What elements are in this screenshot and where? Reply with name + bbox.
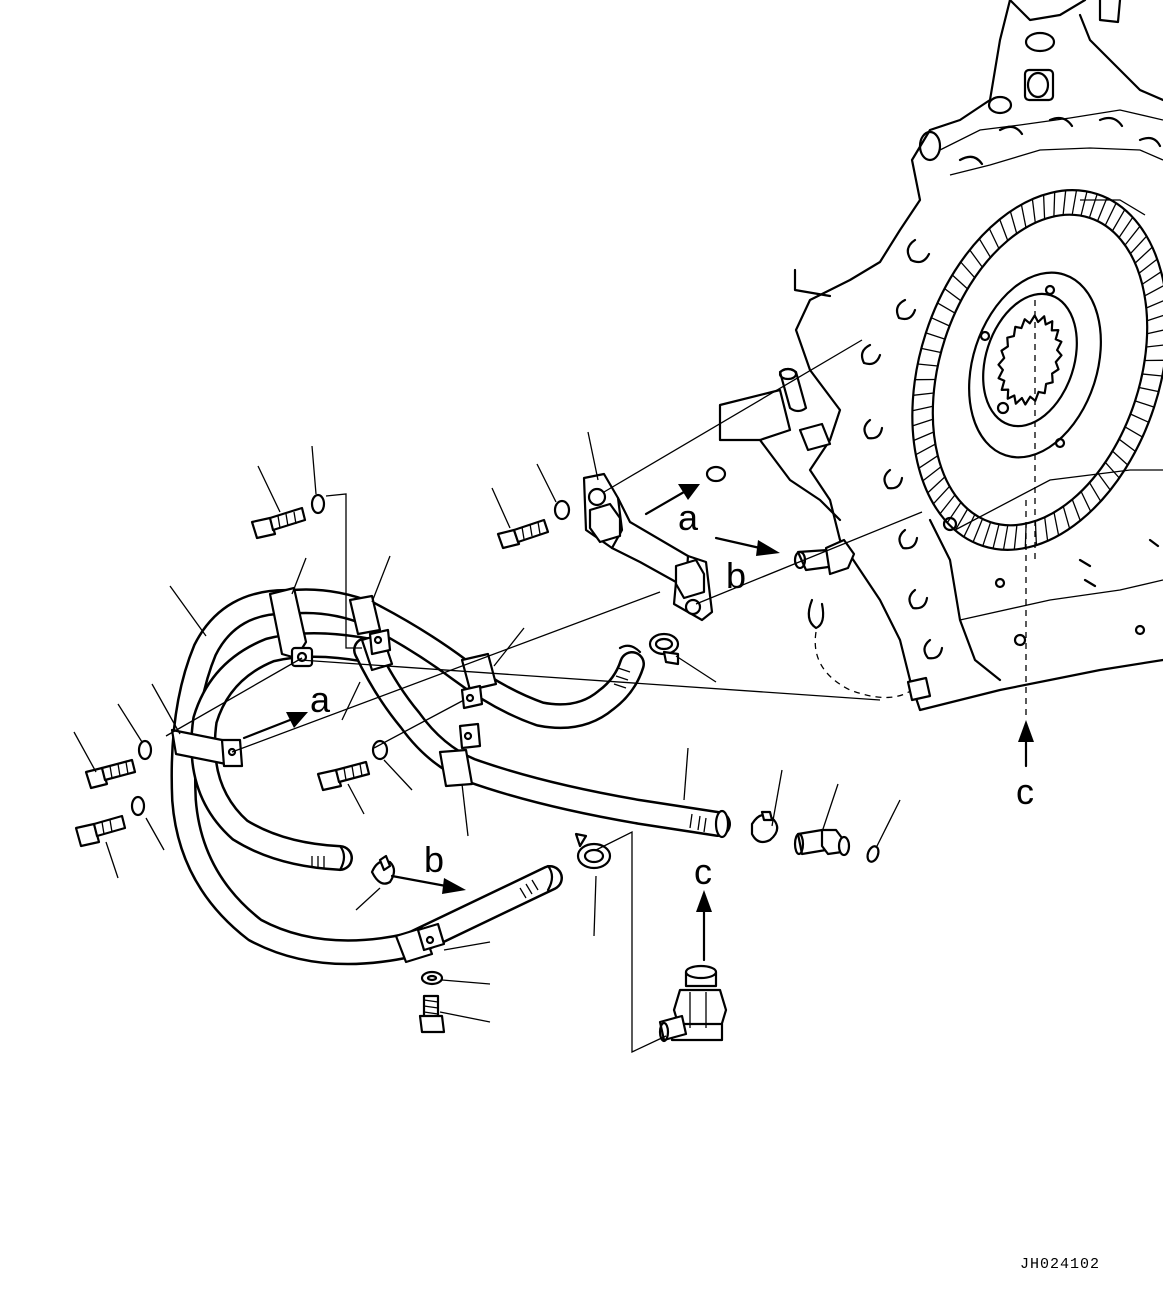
label-b-upper: b [726,555,746,596]
label-b-lower: b [424,839,444,880]
arrow-a-upper [644,484,700,516]
bolt-middle [316,760,371,792]
bolt-bottom [418,994,446,1034]
bolt-top-left [250,506,307,540]
bracket-washer [553,499,571,521]
washer-bottom [420,970,444,986]
washer-left-upper [137,739,153,761]
hose-clip-lower [574,832,612,870]
hose-assembly [170,586,731,966]
arrow-a-lower [242,712,308,740]
arrow-c-right [1018,500,1034,768]
hub-spline [997,314,1063,406]
drawing-code: JH024102 [1020,1256,1100,1273]
bracket [582,472,714,622]
leader-lines [73,339,923,1054]
hose-clip-upper [648,632,680,666]
hose-clip-b [370,854,396,885]
washer-top-left [310,493,326,515]
bolt-left-lower [74,814,127,848]
label-c-right: c [1016,771,1034,812]
label-a-lower: a [310,679,331,720]
washer-left-lower [130,795,146,817]
arrow-b-lower [390,874,466,894]
bolt-left-upper [84,758,137,790]
arrow-c-lower [696,890,712,962]
ring-gear-teeth [912,190,1163,550]
bracket-bolt [496,518,550,550]
elbow-fitting [658,964,728,1043]
transmission-housing [705,0,1163,712]
label-a-upper: a [678,497,699,538]
hose-clip-right [750,810,779,844]
label-c-lower: c [694,851,712,892]
washer-middle [371,739,389,761]
sensor-fitting [793,828,851,857]
o-ring [866,845,880,863]
arrow-b-upper [714,536,780,556]
